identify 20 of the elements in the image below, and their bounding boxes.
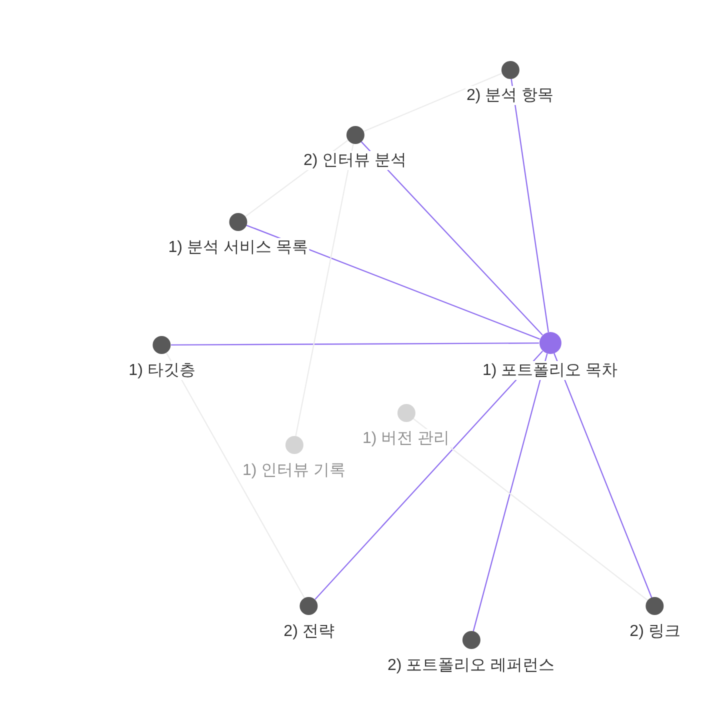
node-label: 2) 분석 항목 [465, 86, 555, 105]
node-label: 2) 링크 [628, 622, 682, 641]
connector-line [171, 342, 539, 346]
node-label: 2) 전략 [282, 622, 336, 641]
connector-line [360, 141, 543, 336]
connector-line [554, 353, 652, 598]
connector-line [246, 224, 540, 340]
connector-line [314, 350, 544, 600]
connector-line [472, 353, 548, 632]
connector-line [295, 144, 354, 436]
node-label: 1) 인터뷰 기록 [241, 461, 347, 480]
connector-line [166, 352, 306, 598]
connector-line [412, 418, 648, 601]
node-label: 2) 포트폴리오 레퍼런스 [386, 656, 556, 675]
node-label: 1) 분석 서비스 목록 [167, 238, 309, 257]
node-label: 1) 포트폴리오 목차 [481, 361, 619, 380]
node-label: 1) 버전 관리 [361, 429, 451, 448]
connector-line [363, 72, 502, 132]
node-label: 1) 타깃층 [128, 361, 196, 380]
connector-line [510, 78, 549, 332]
